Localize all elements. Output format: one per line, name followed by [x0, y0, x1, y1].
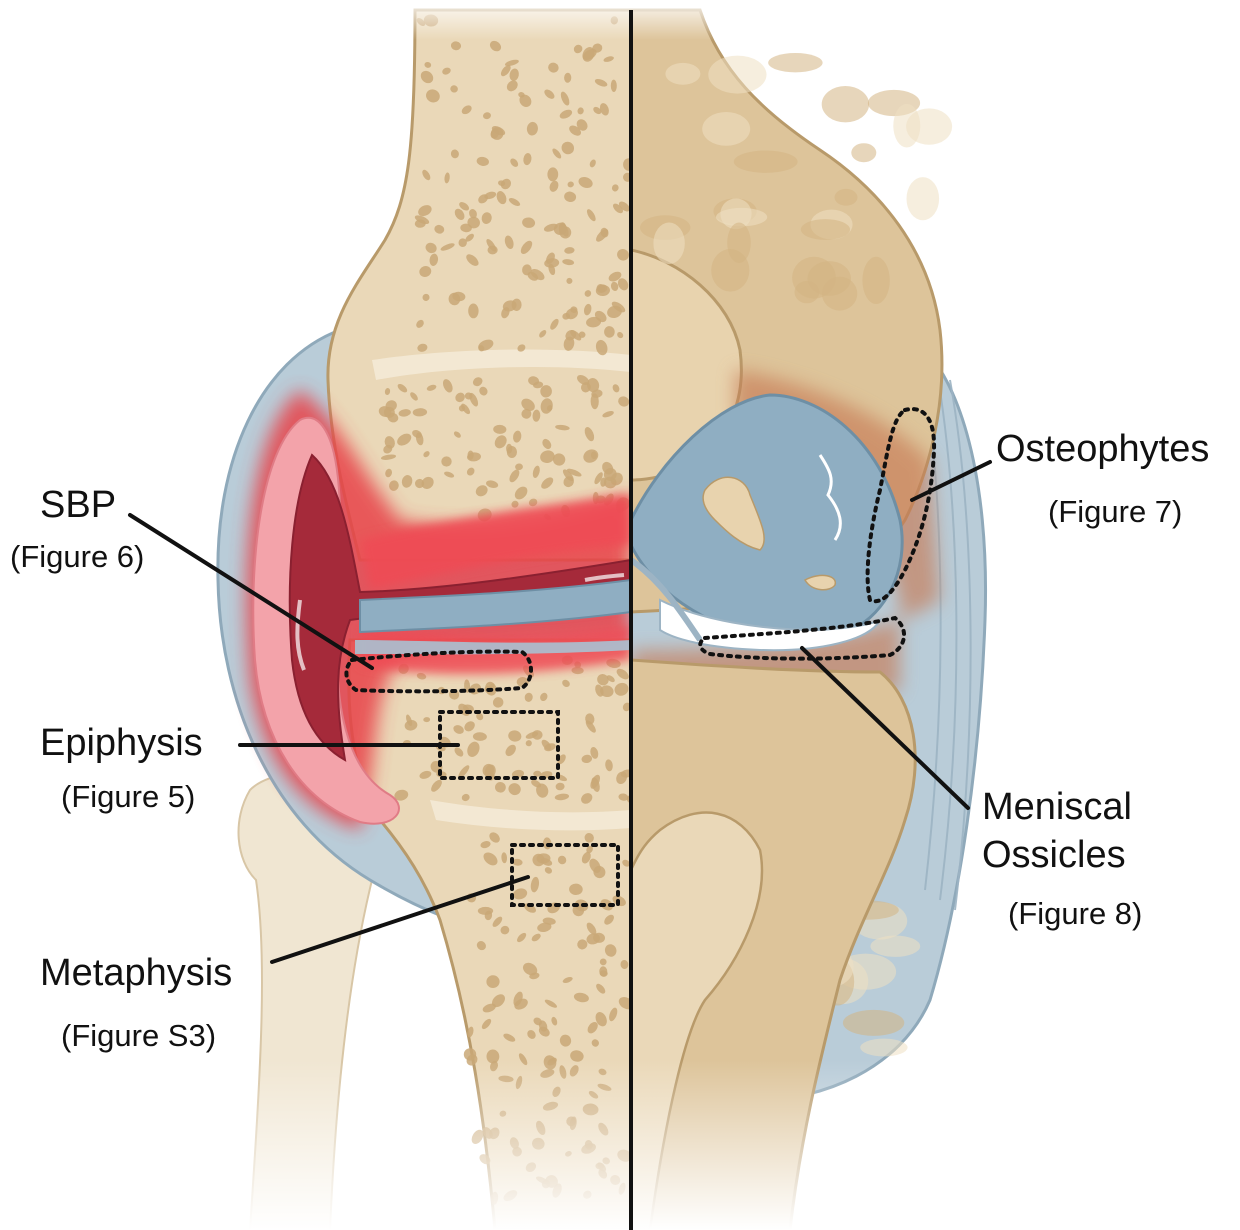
bone-mottle-spot [665, 63, 700, 85]
label-meniscal-figure-ref: (Figure 8) [1008, 898, 1142, 929]
bone-mottle-spot [792, 257, 836, 299]
bone-mottle-spot [822, 86, 869, 122]
bone-mottle-spot [727, 223, 751, 264]
left-half-section [218, 10, 636, 1230]
bone-mottle-spot [702, 112, 750, 146]
label-metaphysis-figure-ref: (Figure S3) [61, 1020, 216, 1051]
label-epiphysis-figure-ref: (Figure 5) [61, 781, 195, 812]
top-fade [400, 0, 720, 40]
trabecular-pore [441, 456, 451, 466]
trabecular-pore [507, 446, 517, 458]
bone-mottle-spot [835, 189, 858, 206]
bottom-fade [0, 1060, 631, 1230]
label-osteophytes-figure-ref: (Figure 7) [1048, 496, 1182, 527]
bone-mottle-spot [768, 53, 822, 72]
right-half-exterior [631, 10, 1240, 1230]
bone-mottle-spot [862, 257, 889, 304]
bone-mottle-spot [653, 223, 684, 265]
label-sbp: SBP [40, 486, 116, 524]
bone-mottle-spot [843, 1010, 904, 1036]
label-sbp-figure-ref: (Figure 6) [10, 541, 144, 572]
label-meniscal: Meniscal [982, 788, 1132, 826]
label-ossicles: Ossicles [982, 836, 1126, 874]
bone-mottle-spot [801, 219, 850, 240]
bone-mottle-spot [851, 143, 876, 162]
femur-bone-left [328, 10, 631, 560]
bone-mottle-spot [734, 151, 798, 173]
bone-mottle-spot [860, 1039, 907, 1057]
bone-mottle-spot [906, 108, 952, 144]
label-epiphysis: Epiphysis [40, 724, 203, 762]
label-osteophytes: Osteophytes [996, 430, 1209, 468]
label-metaphysis: Metaphysis [40, 954, 232, 992]
bone-mottle-spot [708, 56, 766, 94]
bone-mottle-spot [907, 177, 940, 220]
